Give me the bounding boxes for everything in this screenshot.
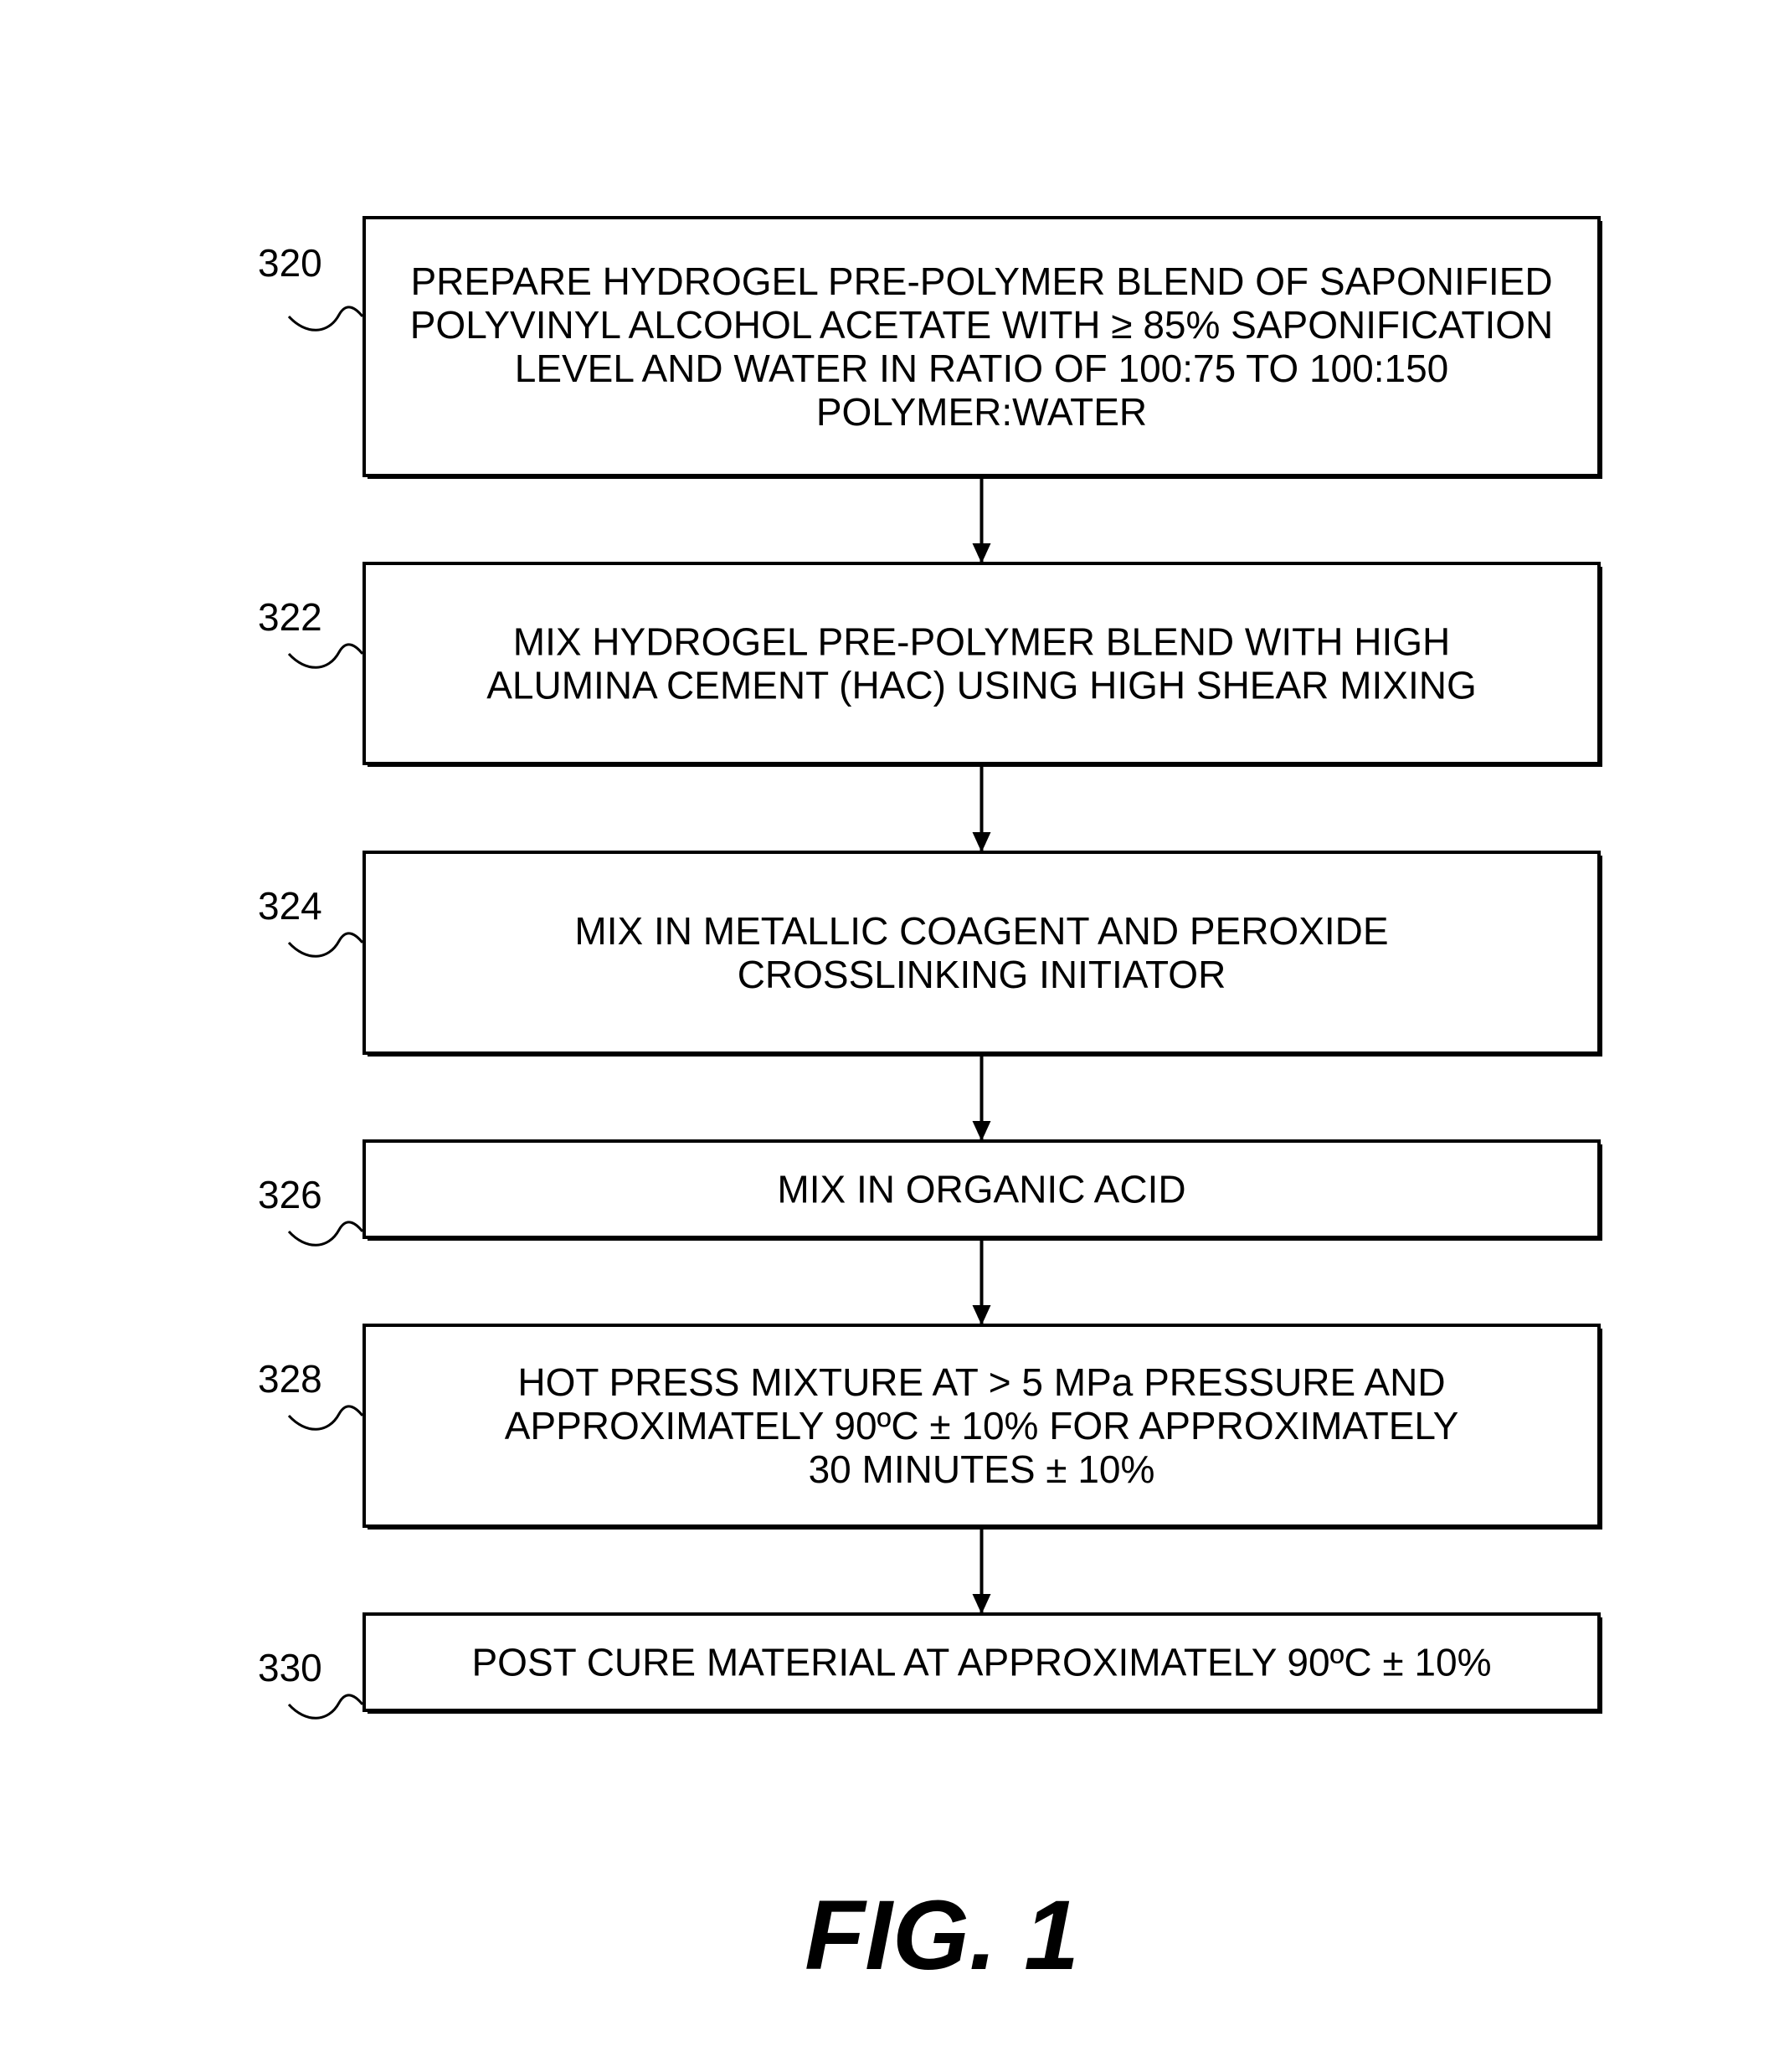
figure-label: FIG. 1 <box>805 1880 1079 1991</box>
step-330: POST CURE MATERIAL AT APPROXIMATELY 90ºC… <box>258 1614 1602 1718</box>
step-text-line: APPROXIMATELY 90ºC ± 10% FOR APPROXIMATE… <box>505 1404 1459 1447</box>
step-text-line: 30 MINUTES ± 10% <box>809 1447 1155 1491</box>
step-text-line: POLYVINYL ALCOHOL ACETATE WITH ≥ 85% SAP… <box>410 303 1554 347</box>
step-text-line: MIX IN METALLIC COAGENT AND PEROXIDE <box>574 909 1388 953</box>
arrow-head <box>973 1121 991 1141</box>
reference-number: 328 <box>258 1357 322 1401</box>
leader-line <box>289 1406 362 1429</box>
step-324: MIX IN METALLIC COAGENT AND PEROXIDECROS… <box>258 852 1602 1057</box>
step-text-line: MIX IN ORGANIC ACID <box>777 1168 1185 1211</box>
step-text-line: POST CURE MATERIAL AT APPROXIMATELY 90ºC… <box>472 1641 1492 1684</box>
leader-line <box>289 1222 362 1245</box>
step-326: MIX IN ORGANIC ACID 326 <box>258 1141 1602 1245</box>
reference-number: 320 <box>258 241 322 285</box>
step-322: MIX HYDROGEL PRE-POLYMER BLEND WITH HIGH… <box>258 563 1602 767</box>
arrow-head <box>973 832 991 852</box>
leader-line <box>289 307 362 330</box>
reference-number: 322 <box>258 595 322 639</box>
step-text-line: HOT PRESS MIXTURE AT > 5 MPa PRESSURE AN… <box>517 1360 1445 1404</box>
step-320: PREPARE HYDROGEL PRE-POLYMER BLEND OF SA… <box>258 218 1602 479</box>
step-text-line: PREPARE HYDROGEL PRE-POLYMER BLEND OF SA… <box>410 260 1552 303</box>
reference-number: 324 <box>258 884 322 928</box>
reference-number: 326 <box>258 1173 322 1216</box>
step-text-line: ALUMINA CEMENT (HAC) USING HIGH SHEAR MI… <box>486 664 1477 707</box>
leader-line <box>289 933 362 956</box>
step-text-line: POLYMER:WATER <box>816 390 1147 434</box>
step-text-line: MIX HYDROGEL PRE-POLYMER BLEND WITH HIGH <box>513 620 1450 664</box>
leader-line <box>289 1695 362 1718</box>
leader-line <box>289 645 362 667</box>
step-text-line: CROSSLINKING INITIATOR <box>738 953 1226 996</box>
reference-number: 330 <box>258 1646 322 1689</box>
step-text-line: LEVEL AND WATER IN RATIO OF 100:75 TO 10… <box>515 347 1449 390</box>
arrow-head <box>973 543 991 563</box>
arrow-head <box>973 1305 991 1325</box>
arrow-head <box>973 1594 991 1614</box>
step-328: HOT PRESS MIXTURE AT > 5 MPa PRESSURE AN… <box>258 1325 1602 1530</box>
